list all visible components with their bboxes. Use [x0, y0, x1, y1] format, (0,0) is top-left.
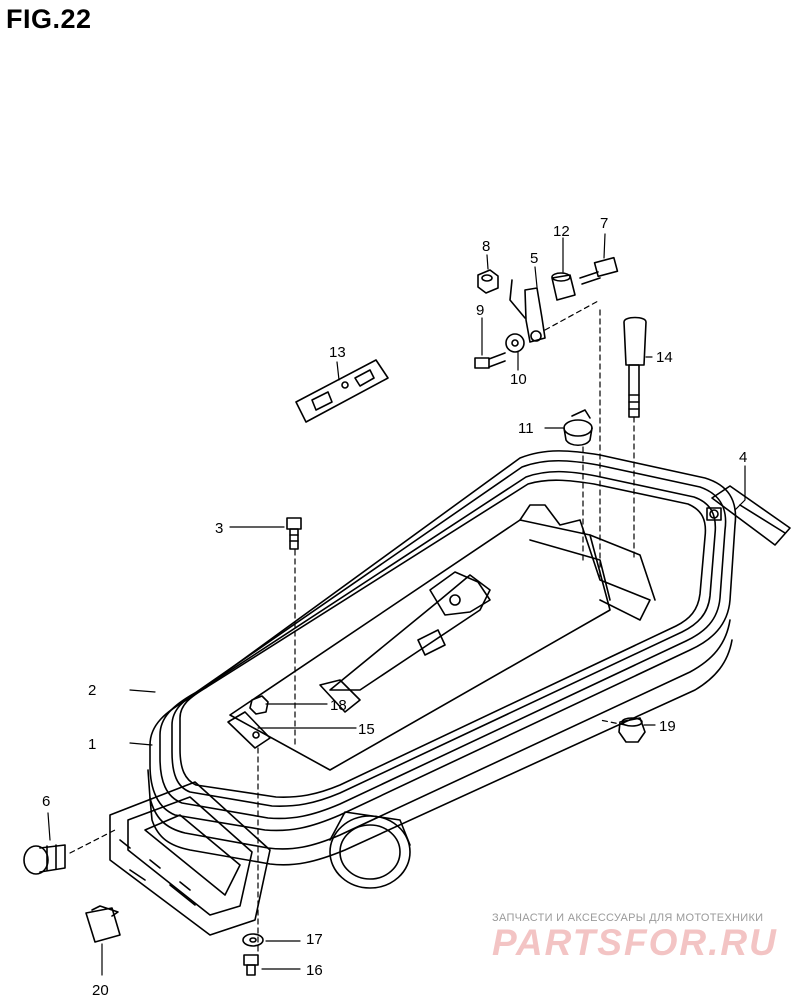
callout-20: 20 — [92, 982, 109, 999]
handle-part-14 — [623, 316, 647, 418]
callout-3: 3 — [215, 520, 223, 537]
cap-part-11 — [563, 409, 593, 447]
grommet-part-19 — [618, 717, 646, 743]
callout-10: 10 — [510, 371, 527, 388]
watermark-tagline: ЗАПЧАСТИ И АКСЕССУАРЫ ДЛЯ МОТОТЕХНИКИ — [492, 912, 764, 924]
washer-part-17 — [242, 933, 264, 947]
callout-6: 6 — [42, 793, 50, 810]
nut-part-8 — [477, 269, 499, 294]
collar-part-12 — [551, 272, 576, 301]
drive-shaft-opening — [329, 811, 411, 889]
grommet-part-6 — [23, 844, 66, 875]
inner-tray — [229, 504, 656, 771]
pad-part-20 — [85, 905, 121, 943]
callout-15: 15 — [358, 721, 375, 738]
callout-4: 4 — [739, 449, 747, 466]
watermark-brand: PARTSFOR.RU — [492, 922, 778, 963]
bracket-part-4 — [706, 485, 791, 546]
callout-14: 14 — [656, 349, 673, 366]
callout-11: 11 — [518, 420, 534, 437]
plate-part-15 — [227, 711, 271, 749]
callout-19: 19 — [659, 718, 676, 735]
callout-17: 17 — [306, 931, 323, 948]
screw-part-7 — [579, 256, 619, 285]
callout-numbers: 1 2 3 4 5 6 7 8 9 10 11 12 13 14 15 16 1… — [42, 215, 747, 999]
callout-12: 12 — [553, 223, 570, 240]
latch-part-5 — [509, 279, 546, 343]
bolt-part-16 — [243, 954, 259, 976]
callout-13: 13 — [329, 344, 346, 361]
callout-2: 2 — [88, 682, 96, 699]
label-part-13 — [295, 359, 389, 423]
callout-18: 18 — [330, 697, 347, 714]
callout-5: 5 — [530, 250, 538, 267]
mounting-bracket — [109, 781, 271, 936]
bolt-part-9 — [474, 352, 506, 369]
leader-lines — [47, 233, 746, 976]
lower-cover-rim — [147, 450, 737, 866]
washer-part-10 — [505, 333, 525, 353]
callout-9: 9 — [476, 302, 484, 319]
bolt-part-3 — [286, 517, 302, 550]
figure-title: FIG.22 — [6, 4, 92, 34]
callout-16: 16 — [306, 962, 323, 979]
assembly-lines — [69, 299, 635, 956]
callout-1: 1 — [88, 736, 96, 753]
callout-8: 8 — [482, 238, 490, 255]
callout-7: 7 — [600, 215, 608, 232]
nut-part-18 — [249, 695, 269, 715]
